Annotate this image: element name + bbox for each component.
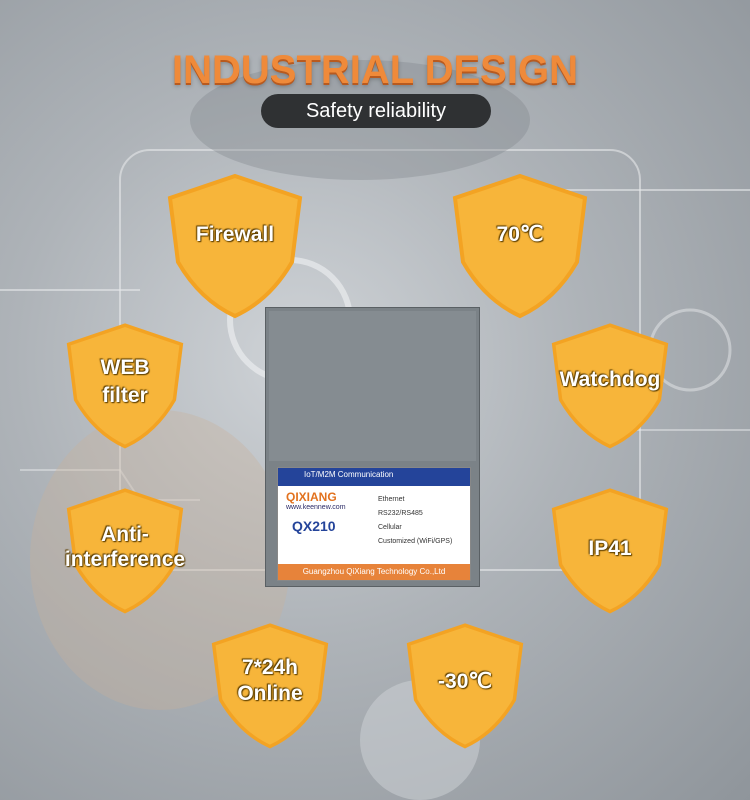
shield-online: 7*24h Online <box>205 615 335 755</box>
shield-icon <box>551 323 669 449</box>
shield-watchdog: Watchdog <box>545 315 675 455</box>
device-model: QX210 <box>292 518 336 534</box>
device-label-panel: IoT/M2M Communication QIXIANG www.keenne… <box>277 467 471 581</box>
shield-ip41: IP41 <box>545 480 675 620</box>
shield-label: interference <box>64 548 186 571</box>
shield-icon <box>167 173 303 319</box>
device-feature: RS232/RS485 <box>378 510 423 517</box>
device-company: Guangzhou QiXiang Technology Co.,Ltd <box>278 564 470 580</box>
page-title: INDUSTRIAL DESIGN <box>172 48 578 92</box>
shield-label: Watchdog <box>559 368 661 391</box>
shield-label: Online <box>237 682 303 705</box>
shield-label: 70℃ <box>496 223 544 246</box>
shield-firewall: Firewall <box>160 170 310 320</box>
subtitle-pill: Safety reliability <box>261 94 491 128</box>
shield-web-filter: WEB filter <box>60 315 190 455</box>
shield-temp-high: 70℃ <box>445 170 595 320</box>
device-category: IoT/M2M Communication <box>304 470 394 479</box>
shield-icon <box>66 488 184 614</box>
shield-icon <box>452 173 588 319</box>
shield-label: Firewall <box>195 223 275 246</box>
shield-label: WEB <box>100 356 150 379</box>
shield-icon <box>66 323 184 449</box>
device-feature: Cellular <box>378 524 402 531</box>
shield-label: IP41 <box>588 537 632 560</box>
shield-temp-low: -30℃ <box>400 615 530 755</box>
device-brand: QIXIANG <box>286 490 337 504</box>
device-feature: Ethernet <box>378 496 405 503</box>
device-feature: Customized (WiFi/GPS) <box>378 538 453 545</box>
router-device: IoT/M2M Communication QIXIANG www.keenne… <box>240 272 505 588</box>
shield-icon <box>551 488 669 614</box>
shield-label: 7*24h <box>241 656 299 679</box>
device-website: www.keennew.com <box>286 504 346 511</box>
shield-icon <box>406 623 524 749</box>
shield-label: filter <box>102 384 148 407</box>
shield-label: -30℃ <box>438 670 492 693</box>
panel-header-bar <box>278 468 470 486</box>
shield-anti-interference: Anti- interference <box>60 480 190 620</box>
shield-label: Anti- <box>101 523 149 546</box>
shield-icon <box>211 623 329 749</box>
